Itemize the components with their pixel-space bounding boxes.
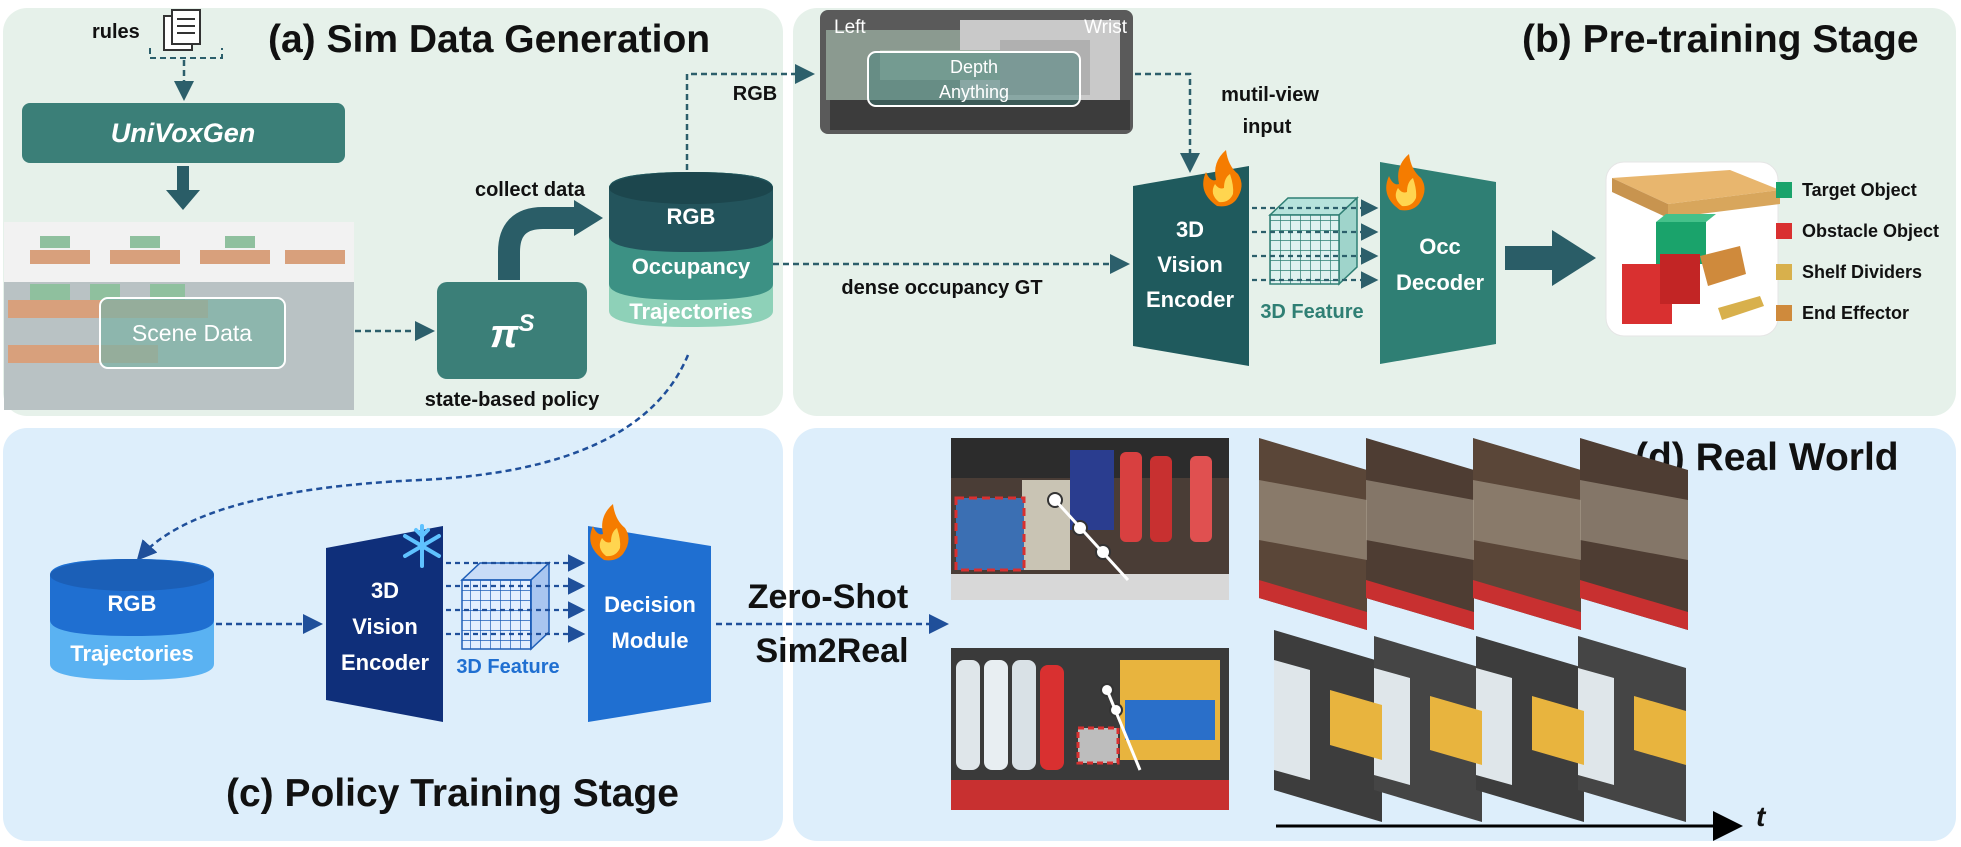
anything-label: Anything bbox=[939, 82, 1009, 102]
time-axis-label: t bbox=[1756, 801, 1767, 832]
pretrain-encoder-label-1: 3D bbox=[1176, 217, 1204, 242]
policy-box bbox=[437, 282, 587, 379]
trajectories-to-policy-dataset-arrow bbox=[136, 354, 690, 561]
legend-label: End Effector bbox=[1802, 303, 1909, 323]
panel-a-title: (a) Sim Data Generation bbox=[268, 18, 710, 61]
policy-encoder-to-module-arrows bbox=[446, 554, 586, 643]
sim-dataset-cylinder bbox=[609, 172, 773, 327]
collect-data-label: collect data bbox=[475, 179, 586, 201]
pretrain-encoder-label-2: Vision bbox=[1157, 252, 1223, 277]
policy-encoder bbox=[326, 526, 443, 722]
sim-db-rgb: RGB bbox=[667, 204, 716, 229]
collect-data-arrowhead bbox=[574, 200, 603, 236]
univoxgen-label: UniVoxGen bbox=[111, 118, 256, 148]
sim2real-label: Sim2Real bbox=[755, 632, 908, 670]
scene-data-label: Scene Data bbox=[132, 320, 252, 346]
univoxgen-box bbox=[22, 103, 345, 163]
sim-db-occupancy: Occupancy bbox=[632, 254, 751, 279]
flame-icon-encoder bbox=[1203, 150, 1242, 207]
legend-swatch bbox=[1776, 264, 1792, 280]
document-icon bbox=[149, 9, 223, 59]
policy-encoder-label-2: Vision bbox=[352, 614, 418, 639]
policy-db-rgb: RGB bbox=[108, 591, 157, 616]
decision-module-label-1: Decision bbox=[604, 592, 696, 617]
rules-label: rules bbox=[92, 21, 140, 43]
flame-icon-decision bbox=[590, 504, 629, 561]
dense-occupancy-gt-label: dense occupancy GT bbox=[841, 277, 1042, 299]
policy-feature-label: 3D Feature bbox=[456, 656, 559, 678]
real-photo-bottom bbox=[951, 648, 1229, 810]
collect-data-arrow bbox=[498, 207, 575, 280]
panel-b-title: (b) Pre-training Stage bbox=[1522, 18, 1919, 61]
legend-swatch bbox=[1776, 305, 1792, 321]
occupancy-output-image bbox=[1605, 161, 1780, 337]
legend-label: Obstacle Object bbox=[1802, 221, 1939, 241]
occ-decoder-label-2: Decoder bbox=[1396, 270, 1484, 295]
generator-to-scene-arrow bbox=[166, 166, 200, 210]
pretrain-encoder bbox=[1133, 166, 1249, 366]
sim-db-trajectories: Trajectories bbox=[629, 299, 753, 324]
depth-label: Depth bbox=[950, 57, 998, 77]
zero-shot-label: Zero-Shot bbox=[748, 578, 909, 616]
encoder-to-decoder-arrows bbox=[1252, 199, 1379, 289]
policy-dataset-cylinder bbox=[50, 559, 214, 680]
rgb-label: RGB bbox=[733, 83, 777, 105]
panel-c-title: (c) Policy Training Stage bbox=[226, 772, 679, 815]
decoder-to-output-arrow bbox=[1505, 230, 1596, 286]
legend-label: Shelf Dividers bbox=[1802, 262, 1922, 282]
snowflake-icon bbox=[403, 524, 441, 568]
frame-sequence-bottom bbox=[1274, 630, 1686, 822]
decision-module-label-2: Module bbox=[612, 628, 689, 653]
flame-icon-decoder bbox=[1386, 154, 1425, 211]
decision-module bbox=[588, 526, 711, 722]
policy-encoder-label-1: 3D bbox=[371, 578, 399, 603]
policy-feature-cube bbox=[460, 561, 551, 651]
rgb-to-views-arrow bbox=[685, 64, 815, 170]
pretrain-encoder-label-3: Encoder bbox=[1146, 287, 1234, 312]
depth-anything-box bbox=[867, 51, 1081, 107]
policy-encoder-label-3: Encoder bbox=[341, 650, 429, 675]
real-photo-top bbox=[951, 438, 1229, 600]
policy-symbol: πS bbox=[490, 310, 535, 356]
legend-label: Target Object bbox=[1802, 180, 1917, 200]
occ-decoder bbox=[1380, 162, 1496, 364]
occ-decoder-label-1: Occ bbox=[1419, 234, 1461, 259]
frame-sequence-top bbox=[1259, 438, 1688, 630]
multiview-label-1: mutil-view bbox=[1221, 84, 1319, 106]
policy-caption: state-based policy bbox=[425, 389, 600, 411]
multiview-label-2: input bbox=[1243, 116, 1292, 138]
wrist-view-label: Wrist bbox=[1084, 17, 1128, 38]
pretrain-feature-label: 3D Feature bbox=[1260, 301, 1363, 323]
pretrain-feature-cube bbox=[1268, 196, 1359, 286]
scene-data-box bbox=[99, 297, 286, 369]
legend-swatch bbox=[1776, 223, 1792, 239]
legend-swatch bbox=[1776, 182, 1792, 198]
left-view-label: Left bbox=[834, 17, 866, 38]
views-to-encoder-arrow bbox=[1135, 72, 1200, 173]
policy-db-trajectories: Trajectories bbox=[70, 641, 194, 666]
